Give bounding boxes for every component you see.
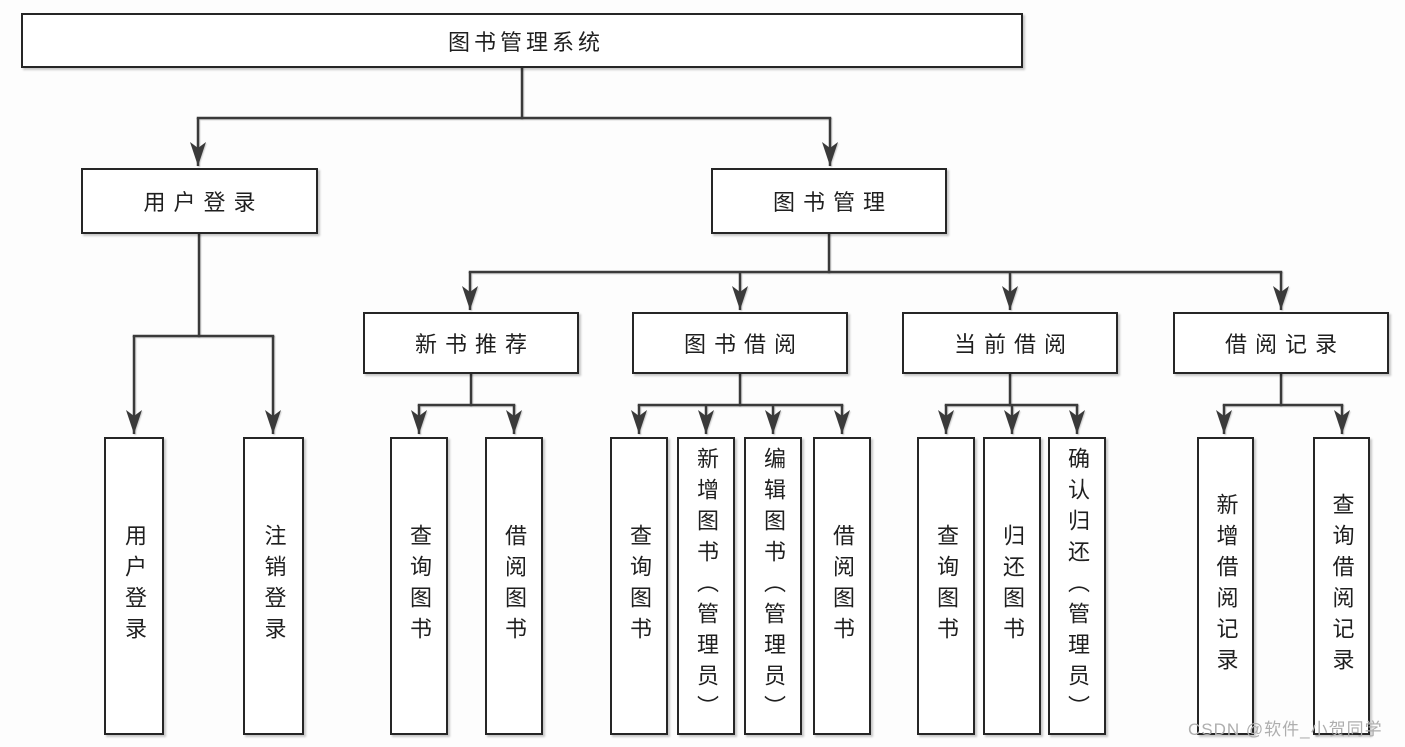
node-library-system: 图书管理系统 — [21, 13, 1023, 68]
node-query-books-recommend-label: 查询图书 — [407, 524, 432, 648]
node-return-books-label: 归还图书 — [1000, 524, 1025, 648]
node-borrow-books: 借阅图书 — [813, 437, 871, 735]
node-add-borrow-record-label: 新增借阅记录 — [1213, 493, 1239, 679]
node-borrow-books-recommend: 借阅图书 — [485, 437, 543, 735]
node-add-books-admin: 新增图书（管理员） — [677, 437, 735, 735]
node-current-borrowing-label: 当前借阅 — [953, 332, 1074, 357]
node-book-borrowing-label: 图书借阅 — [683, 332, 804, 357]
node-logout: 注销登录 — [243, 437, 304, 735]
node-borrow-books-recommend-label: 借阅图书 — [502, 524, 527, 648]
csdn-watermark: CSDN @软件_小贺同学 — [1188, 720, 1383, 739]
node-logout-label: 注销登录 — [261, 524, 287, 648]
node-query-books-borrow: 查询图书 — [610, 437, 668, 735]
node-query-books-borrow-label: 查询图书 — [627, 524, 652, 648]
node-book-management: 图书管理 — [711, 168, 947, 234]
node-borrow-books-label: 借阅图书 — [830, 524, 855, 648]
node-book-management-label: 图书管理 — [772, 190, 893, 215]
node-user-login-label: 用户登录 — [143, 190, 264, 215]
node-add-books-admin-label: 新增图书（管理员） — [694, 446, 719, 726]
node-user-login-action-label: 用户登录 — [122, 524, 147, 648]
node-new-book-recommendation: 新书推荐 — [363, 312, 579, 374]
node-borrowing-records-label: 借阅记录 — [1224, 332, 1345, 357]
node-library-system-label: 图书管理系统 — [447, 29, 604, 55]
node-return-books: 归还图书 — [983, 437, 1041, 735]
node-user-login-action: 用户登录 — [104, 437, 164, 735]
node-edit-books-admin: 编辑图书（管理员） — [744, 437, 802, 735]
node-query-borrow-record: 查询借阅记录 — [1313, 437, 1370, 735]
node-query-books-current: 查询图书 — [917, 437, 975, 735]
connector-arrows — [126, 118, 1350, 434]
node-confirm-return-admin: 确认归还（管理员） — [1048, 437, 1106, 735]
node-query-books-current-label: 查询图书 — [934, 524, 959, 648]
node-query-books-recommend: 查询图书 — [390, 437, 448, 735]
node-edit-books-admin-label: 编辑图书（管理员） — [761, 446, 786, 726]
node-add-borrow-record: 新增借阅记录 — [1197, 437, 1254, 735]
node-new-book-recommendation-label: 新书推荐 — [414, 332, 535, 357]
connector-segments — [132, 66, 1344, 407]
node-query-borrow-record-label: 查询借阅记录 — [1329, 493, 1355, 679]
node-book-borrowing: 图书借阅 — [632, 312, 848, 374]
node-borrowing-records: 借阅记录 — [1173, 312, 1389, 374]
node-current-borrowing: 当前借阅 — [902, 312, 1118, 374]
node-confirm-return-admin-label: 确认归还（管理员） — [1065, 446, 1090, 726]
node-user-login: 用户登录 — [81, 168, 318, 234]
